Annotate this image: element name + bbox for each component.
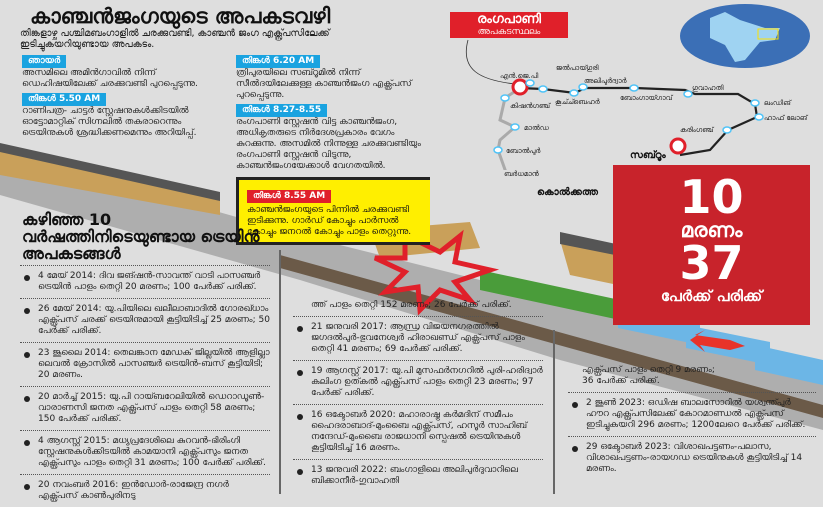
timeline-time: ഞായർ	[22, 55, 67, 68]
station-label: കരിംഗഞ്ച്	[680, 126, 714, 134]
station-label: ഗുവാഹതി	[692, 84, 724, 92]
list-item: 16 ഒക്ടോബർ 2020: മഹാരാഷ്ട്ര കർമദിന് സമീപ…	[293, 404, 543, 459]
start-station-label: സബ്റൂം	[630, 150, 666, 161]
accident-pin-icon	[511, 78, 529, 96]
india-map-icon	[710, 12, 780, 62]
casualty-stats: 10 മരണം 37 പേർക്ക് പരിക്ക്	[613, 165, 810, 325]
station-label: മാൽഡ	[524, 124, 549, 132]
history-column-2: ത്ത് പാളം തെറ്റി 152 മരണം; 26 പേർക്ക് പര…	[293, 300, 543, 492]
station-label: ബോൽപുർ	[506, 147, 541, 155]
timeline-time: തിങ്കൾ 5.50 AM	[22, 93, 107, 106]
timeline-text: റാണിപത്ര- ചാട്ടർ സ്റ്റേഷനുകൾക്കിടയിൽ ഓട്…	[22, 106, 197, 138]
history-heading: കഴിഞ്ഞ 10 വർഷത്തിനിടെയുണ്ടായ ട്രെയിൻ അപക…	[22, 210, 260, 263]
list-item: 23 ജൂലൈ 2014: തെലങ്കാന മേഡക് ജില്ലയിൽ ആള…	[20, 342, 270, 386]
list-item: 4 ആഗസ്റ്റ് 2015: മധ്യപ്രദേശിലെ കുറവൻ-ഭിര…	[20, 430, 270, 474]
list-item-continued: ത്ത് പാളം തെറ്റി 152 മരണം; 26 പേർക്ക് പര…	[311, 300, 512, 310]
accident-site-sub: അപകടസ്ഥലം	[477, 27, 541, 37]
station-dot	[493, 146, 503, 154]
train-crash-illustration	[0, 143, 823, 430]
list-item: 2 ജൂൺ 2023: ഒഡിഷ ബാലസോറിൽ യശ്വന്ത്പുർ ഹൗ…	[568, 392, 816, 436]
list-item: 29 ഒക്ടോബർ 2023: വിശാഖപട്ടണം-പലാസ, വിശാഖ…	[568, 436, 816, 480]
station-label: ബോംഗായ്ഗാവ്	[620, 94, 673, 102]
column-divider	[553, 330, 555, 494]
timeline-time: തിങ്കൾ 8.55 AM	[247, 190, 332, 203]
list-item: 4 മേയ് 2014: ദിവ ജങ്ഷൻ-സാവന്ത് വാടി പാസഞ…	[20, 265, 270, 298]
station-label: കൂച്ച്ബെഹർ	[555, 98, 600, 106]
list-item: 21 ജനുവരി 2017: ആന്ധ്ര വിജയനഗരത്തിൽ ജഗദൽ…	[293, 316, 543, 360]
timeline-time: തിങ്കൾ 8.27-8.55	[236, 104, 328, 117]
station-label: എൻ.ജെ.പി	[500, 72, 539, 80]
passenger-coach	[0, 150, 220, 215]
station-dot	[578, 83, 588, 91]
region-highlight	[757, 28, 779, 40]
crash-callout: തിങ്കൾ 8.55 AM കാഞ്ചൻജംഗയുടെ പിന്നിൽ ചരക…	[236, 177, 430, 245]
timeline-left: ഞായർ അസമിലെ അമിൻഗാവിൽ നിന്ന് ഡെഹിഷയിലേക്…	[22, 52, 222, 139]
station-dot	[510, 123, 520, 131]
railway-track	[280, 255, 823, 418]
station-dot	[538, 85, 548, 93]
history-column-3: എക്സ്പ്രസ് പാളം തെറ്റി 9 മരണം; 36 പേർക്ക…	[568, 365, 816, 480]
timeline-text: കാഞ്ചൻജംഗയുടെ പിന്നിൽ ചരക്കുവണ്ടി ഇടിക്ക…	[247, 205, 412, 237]
accident-site-name: രംഗപാണി	[477, 12, 541, 27]
collision-burst-icon	[373, 229, 500, 316]
injured-label: പേർക്ക് പരിക്ക്	[660, 287, 763, 305]
timeline-text: അസമിലെ അമിൻഗാവിൽ നിന്ന് ഡെഹിഷയിലേക്ക് ചര…	[22, 68, 198, 89]
station-label: ബർധമാൻ	[504, 170, 539, 178]
timeline-right: തിങ്കൾ 6.20 AM ത്രിപുരയിലെ സബ്റൂമിൽ നിന്…	[236, 52, 430, 245]
container-wagon	[755, 345, 823, 385]
station-dot	[569, 89, 579, 97]
death-label: മരണം	[680, 218, 743, 242]
list-item: 20 നവംബർ 2016: ഇൻഡോർ-രാജേന്ദ്ര നഗർ എക്സ്…	[20, 474, 270, 507]
end-station-label: കൊൽക്കത്ത	[537, 187, 598, 198]
coach-roof	[0, 143, 220, 201]
station-dot	[629, 84, 639, 92]
list-item: 19 ആഗസ്റ്റ് 2017: യു.പി മുസഫർനഗറിൽ പുരി-…	[293, 360, 543, 404]
injured-count: 37	[679, 236, 744, 290]
station-dot	[754, 113, 764, 121]
history-column-1: 4 മേയ് 2014: ദിവ ജങ്ഷൻ-സാവന്ത് വാടി പാസഞ…	[20, 265, 270, 507]
impact-arrow-icon	[690, 330, 745, 352]
death-count: 10	[679, 170, 744, 224]
station-label: ജൽപായ്ഗുരി	[556, 64, 599, 72]
station-dot	[500, 94, 510, 102]
list-item: 20 മാർച്ച് 2015: യു.പി റായ്ബറേലിയിൽ ഡെറാ…	[20, 386, 270, 430]
list-item-continued: എക്സ്പ്രസ് പാളം തെറ്റി 9 മരണം; 36 പേർക്ക…	[582, 365, 715, 386]
route-map	[466, 4, 810, 170]
green-coach	[480, 270, 620, 320]
station-dot	[722, 126, 732, 134]
station-dot	[683, 90, 693, 98]
accident-site-label: രംഗപാണി അപകടസ്ഥലം	[450, 12, 568, 38]
station-label: അലിപുർദ്വാർ	[584, 77, 627, 85]
station-label: ലംഡിങ്	[764, 99, 791, 107]
station-dot	[525, 79, 535, 87]
station-label: ഹാഫ് ലോങ്	[764, 114, 808, 122]
list-item: 26 മേയ് 2014: യു.പിയിലെ ഖലീലാബാദിൽ ഗോരഖ്…	[20, 298, 270, 342]
callout-line	[466, 39, 516, 85]
list-item: 13 ജനുവരി 2022: ബംഗാളിലെ അലിപുർദുവാറിലെ …	[293, 459, 543, 492]
station-dot	[750, 99, 760, 107]
page-title: കാഞ്ചൻജംഗയുടെ അപകടവഴി	[30, 4, 331, 28]
start-pin-icon	[669, 137, 687, 155]
timeline-text: ത്രിപുരയിലെ സബ്റൂമിൽ നിന്ന് സീൽദയിലേക്കു…	[236, 68, 412, 100]
timeline-time: തിങ്കൾ 6.20 AM	[236, 55, 321, 68]
station-label: കിഷൻഗഞ്ച്	[510, 102, 551, 110]
subtitle: തിങ്കളാഴ്ച പശ്ചിമബംഗാളിൽ ചരക്കുവണ്ടി, കാ…	[20, 28, 330, 50]
timeline-text: രംഗപാണി സ്റ്റേഷൻ വിട്ട കാഞ്ചൻജംഗ, അധികൃത…	[236, 117, 421, 171]
column-divider	[279, 250, 281, 494]
